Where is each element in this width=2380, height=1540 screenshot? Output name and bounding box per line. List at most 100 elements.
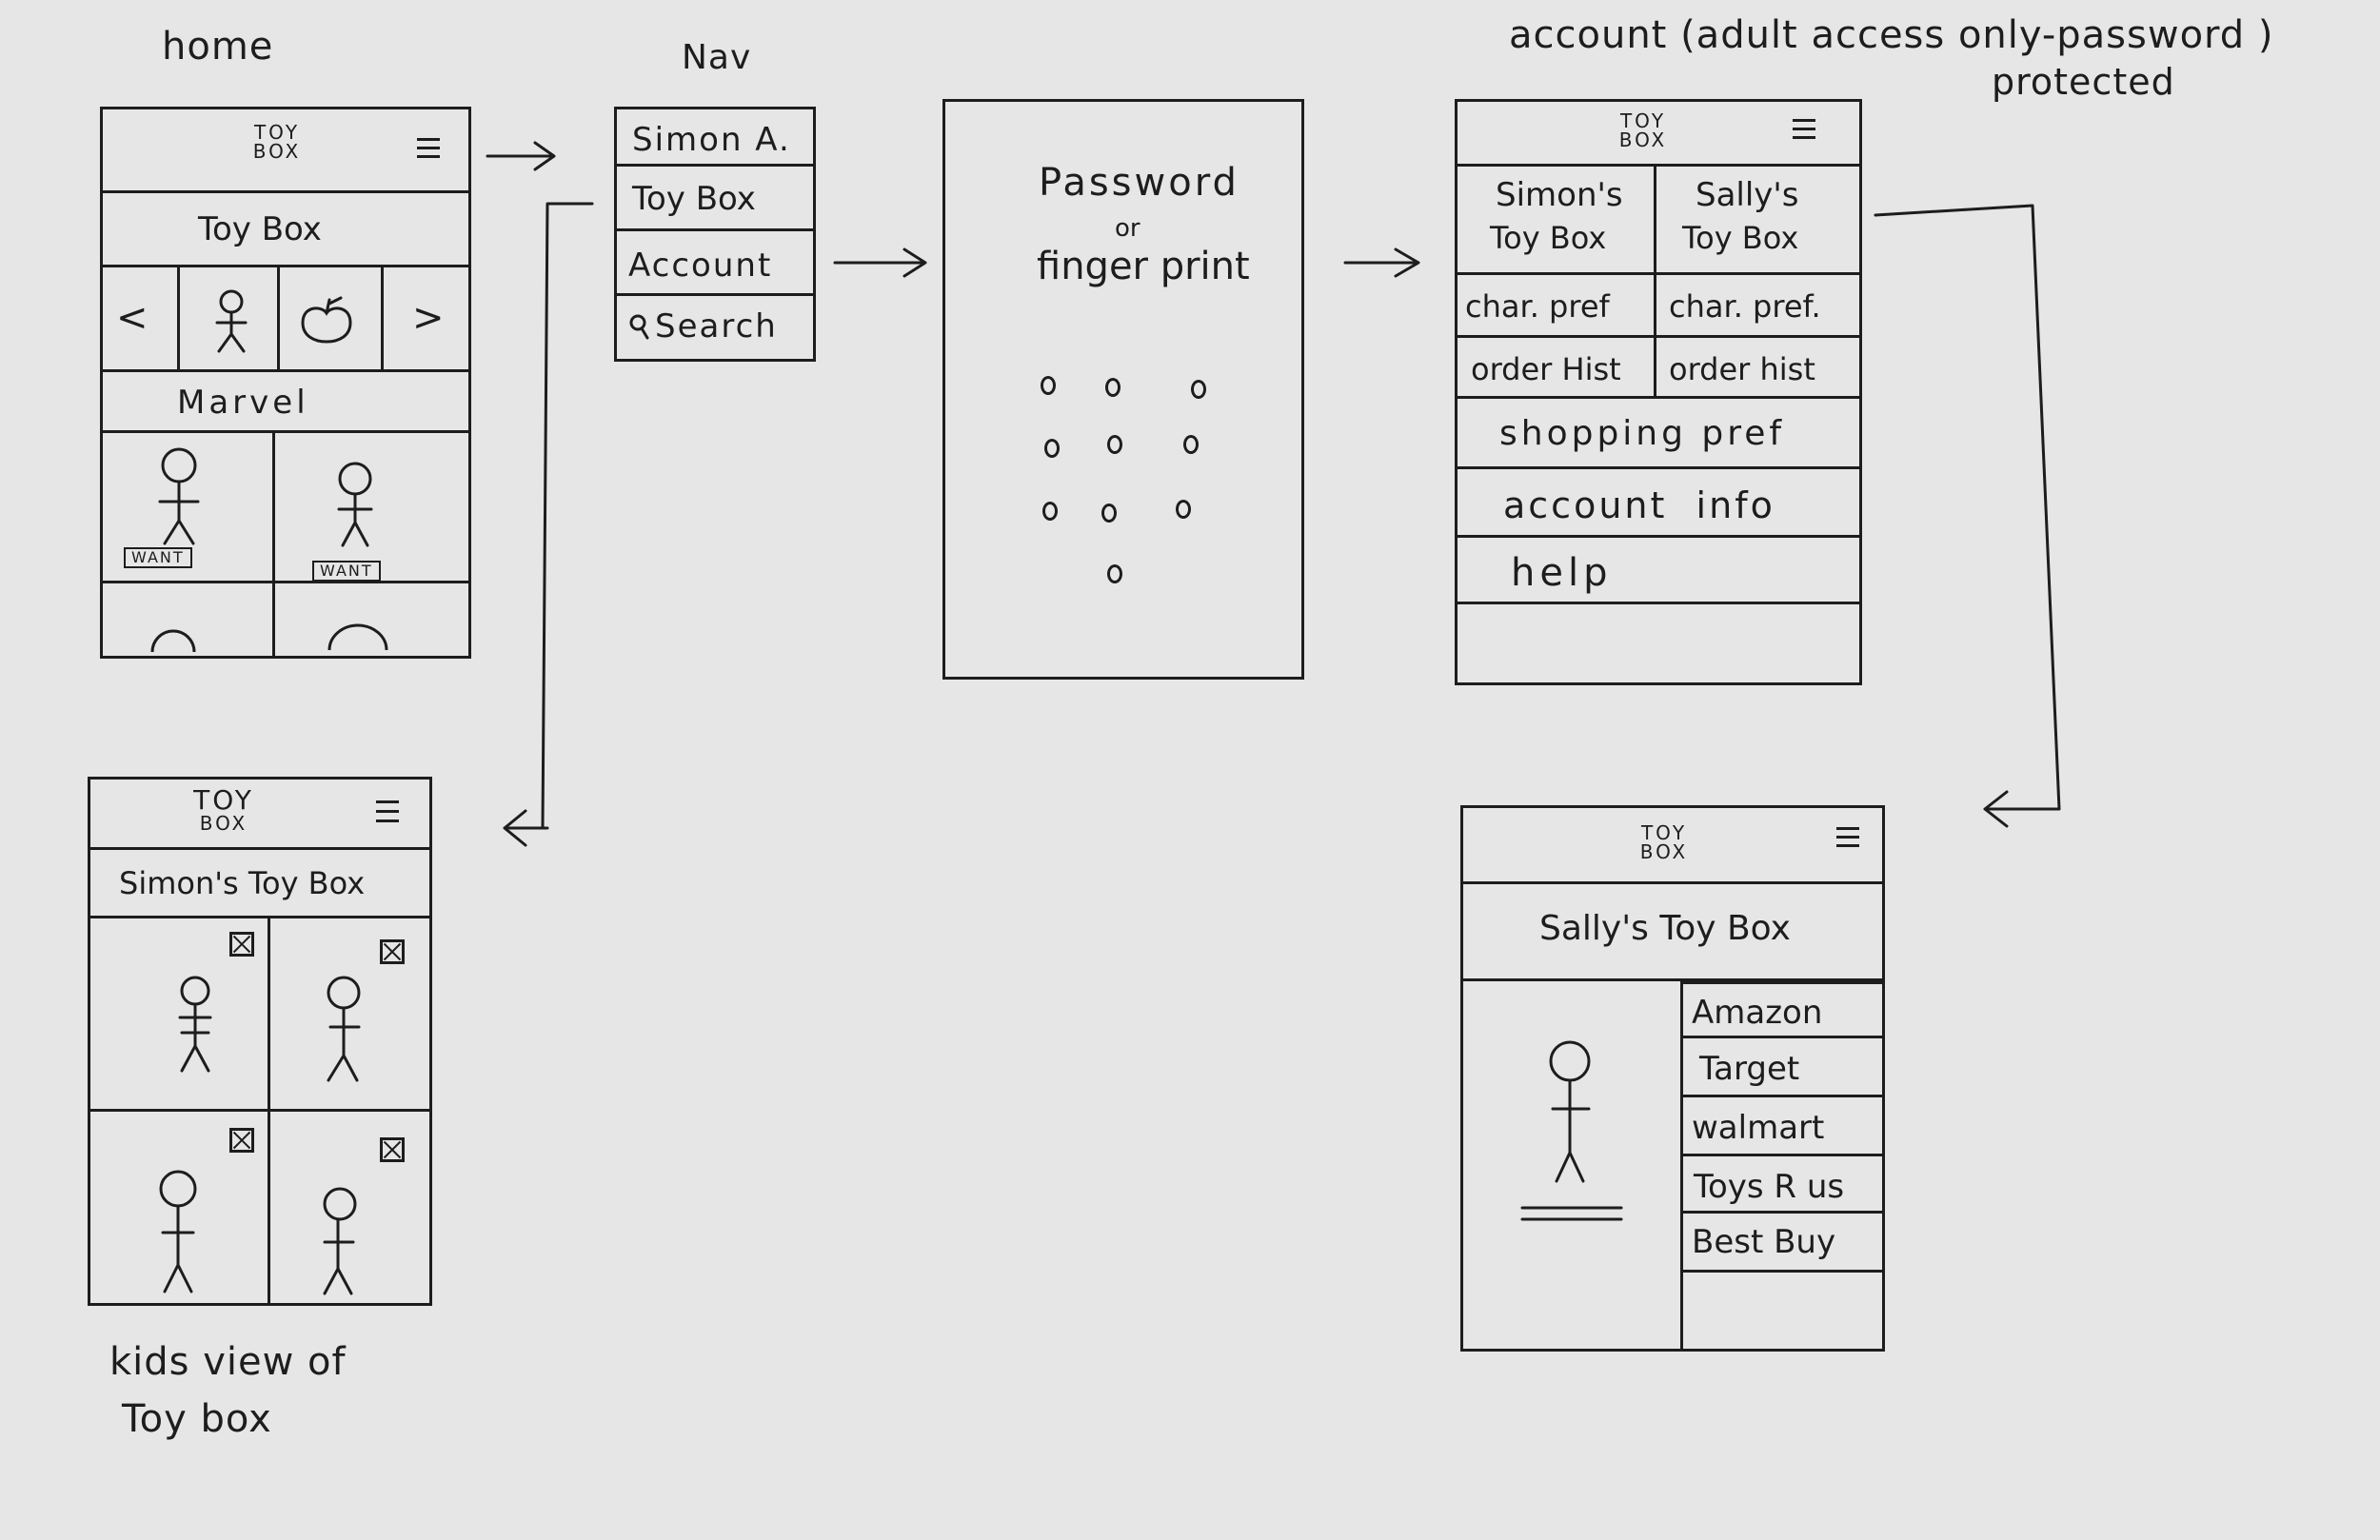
- carousel-apple-icon[interactable]: [293, 292, 360, 349]
- nav-item-account[interactable]: Account: [617, 231, 813, 296]
- nav-title: Nav: [682, 38, 752, 77]
- remove-toy-icon[interactable]: [380, 1137, 405, 1162]
- store-label: walmart: [1692, 1109, 1825, 1147]
- shopping-pref-row[interactable]: shopping pref: [1458, 399, 1859, 469]
- store-link-target[interactable]: Target: [1680, 1038, 1882, 1097]
- home-header: TOY BOX: [103, 109, 468, 193]
- pin-key[interactable]: [1041, 376, 1056, 395]
- account-order-hist-row: order Hist order hist: [1458, 338, 1859, 399]
- home-brand-row: Toy Box: [103, 193, 468, 267]
- nav-menu: Simon A. Toy Box Account Search: [614, 107, 816, 362]
- nav-item-label: Search: [655, 307, 778, 346]
- nav-item-toybox[interactable]: Toy Box: [617, 167, 813, 231]
- store-list: Amazon Target walmart Toys R us Best Buy: [1680, 981, 1882, 1273]
- nav-item-label: Account: [628, 247, 773, 285]
- remove-toy-icon[interactable]: [229, 932, 254, 957]
- logo-line1: TOY: [253, 121, 301, 144]
- hamburger-menu-icon[interactable]: [1836, 827, 1859, 848]
- sally-toybox-link[interactable]: Sally's: [1696, 176, 1799, 214]
- home-screen: TOY BOX Toy Box <: [100, 107, 471, 659]
- kids-title: kids view of: [109, 1340, 347, 1384]
- product-figure-partial-icon: [150, 629, 196, 653]
- remove-toy-icon[interactable]: [380, 939, 405, 964]
- logo-line1: TOY: [1619, 109, 1667, 132]
- hamburger-menu-icon[interactable]: [1793, 119, 1815, 140]
- product-figure-partial-icon: [327, 623, 388, 651]
- carousel-prev-button[interactable]: <: [116, 296, 149, 340]
- arrow-nav-to-kids: [503, 202, 594, 847]
- pin-key[interactable]: [1176, 500, 1191, 519]
- pin-key[interactable]: [1105, 378, 1121, 397]
- arrow-account-to-sally: [1874, 204, 2061, 828]
- pin-key[interactable]: [1101, 503, 1117, 523]
- shopping-pref-label: shopping pref: [1499, 414, 1786, 453]
- search-icon: [629, 314, 649, 340]
- kids-screen-title: Simon's Toy Box: [119, 865, 366, 901]
- pin-key[interactable]: [1042, 502, 1058, 521]
- nav-item-search[interactable]: Search: [617, 296, 813, 359]
- home-brand: Toy Box: [198, 210, 322, 248]
- order-history-link[interactable]: order Hist: [1471, 351, 1621, 387]
- pin-key[interactable]: [1107, 564, 1122, 583]
- password-title: Password: [1039, 161, 1240, 205]
- want-tag[interactable]: WANT: [312, 561, 381, 582]
- arrow-password-to-account: [1343, 247, 1420, 278]
- store-label: Best Buy: [1692, 1223, 1836, 1261]
- carousel-next-button[interactable]: >: [412, 296, 445, 340]
- pin-key[interactable]: [1107, 435, 1122, 454]
- store-label: Target: [1699, 1050, 1800, 1088]
- want-tag[interactable]: WANT: [124, 547, 192, 568]
- hamburger-menu-icon[interactable]: [417, 138, 440, 159]
- nav-item-label: Toy Box: [632, 180, 756, 218]
- arrow-home-to-nav: [486, 141, 556, 171]
- home-product-grid: WANT WANT: [103, 433, 468, 656]
- order-history-link[interactable]: order hist: [1669, 351, 1815, 387]
- toy-figure-icon: [159, 1170, 197, 1293]
- store-link-walmart[interactable]: walmart: [1680, 1097, 1882, 1156]
- store-link-toysrus[interactable]: Toys R us: [1680, 1156, 1882, 1214]
- pin-key[interactable]: [1183, 435, 1199, 454]
- kids-title-row: Simon's Toy Box: [90, 850, 429, 918]
- pin-key[interactable]: [1191, 380, 1206, 399]
- account-info-row[interactable]: account info: [1458, 469, 1859, 538]
- hamburger-menu-icon[interactable]: [376, 800, 399, 822]
- sally-logo: TOY BOX: [1631, 823, 1697, 861]
- account-title-line2: protected: [1992, 61, 2175, 103]
- home-title: home: [162, 25, 274, 69]
- password-fingerprint: finger print: [1037, 245, 1250, 288]
- account-header: TOY BOX: [1458, 102, 1859, 167]
- pin-key[interactable]: [1044, 439, 1060, 458]
- logo-line2: BOX: [199, 812, 248, 835]
- char-pref-link[interactable]: char. pref: [1465, 288, 1610, 325]
- sally-content: Amazon Target walmart Toys R us Best Buy: [1463, 981, 1882, 1349]
- toy-figure-icon: [1520, 1040, 1623, 1221]
- logo-line2: BOX: [1618, 128, 1668, 151]
- carousel-character-icon[interactable]: [198, 285, 265, 361]
- toy-figure-icon: [327, 976, 361, 1082]
- char-pref-link[interactable]: char. pref.: [1669, 288, 1821, 325]
- simon-toybox-link[interactable]: Simon's: [1496, 176, 1623, 214]
- help-label: help: [1511, 551, 1613, 595]
- store-link-amazon[interactable]: Amazon: [1680, 981, 1882, 1038]
- nav-item-label: Simon A.: [632, 121, 791, 159]
- help-row[interactable]: help: [1458, 538, 1859, 604]
- logo-line1: TOY: [193, 784, 254, 816]
- kids-view-screen: TOY BOX Simon's Toy Box: [88, 777, 432, 1306]
- kids-title-line2: Toy box: [122, 1397, 272, 1441]
- password-screen: Password or finger print: [942, 99, 1304, 680]
- home-carousel: < >: [103, 267, 468, 372]
- store-link-bestbuy[interactable]: Best Buy: [1680, 1214, 1882, 1273]
- pin-keypad: [945, 102, 1301, 677]
- sally-toybox-link-line2[interactable]: Toy Box: [1682, 220, 1799, 256]
- nav-item-simon[interactable]: Simon A.: [617, 109, 813, 167]
- account-title: account (adult access only-password ): [1509, 13, 2274, 57]
- simon-toybox-link-line2[interactable]: Toy Box: [1490, 220, 1607, 256]
- toy-figure-icon: [323, 1187, 357, 1295]
- password-or: or: [1115, 214, 1140, 243]
- remove-toy-icon[interactable]: [229, 1128, 254, 1153]
- logo-line2: BOX: [252, 140, 302, 163]
- sally-toybox-screen: TOY BOX Sally's Toy Box Amazon: [1460, 805, 1885, 1352]
- store-label: Amazon: [1692, 994, 1823, 1032]
